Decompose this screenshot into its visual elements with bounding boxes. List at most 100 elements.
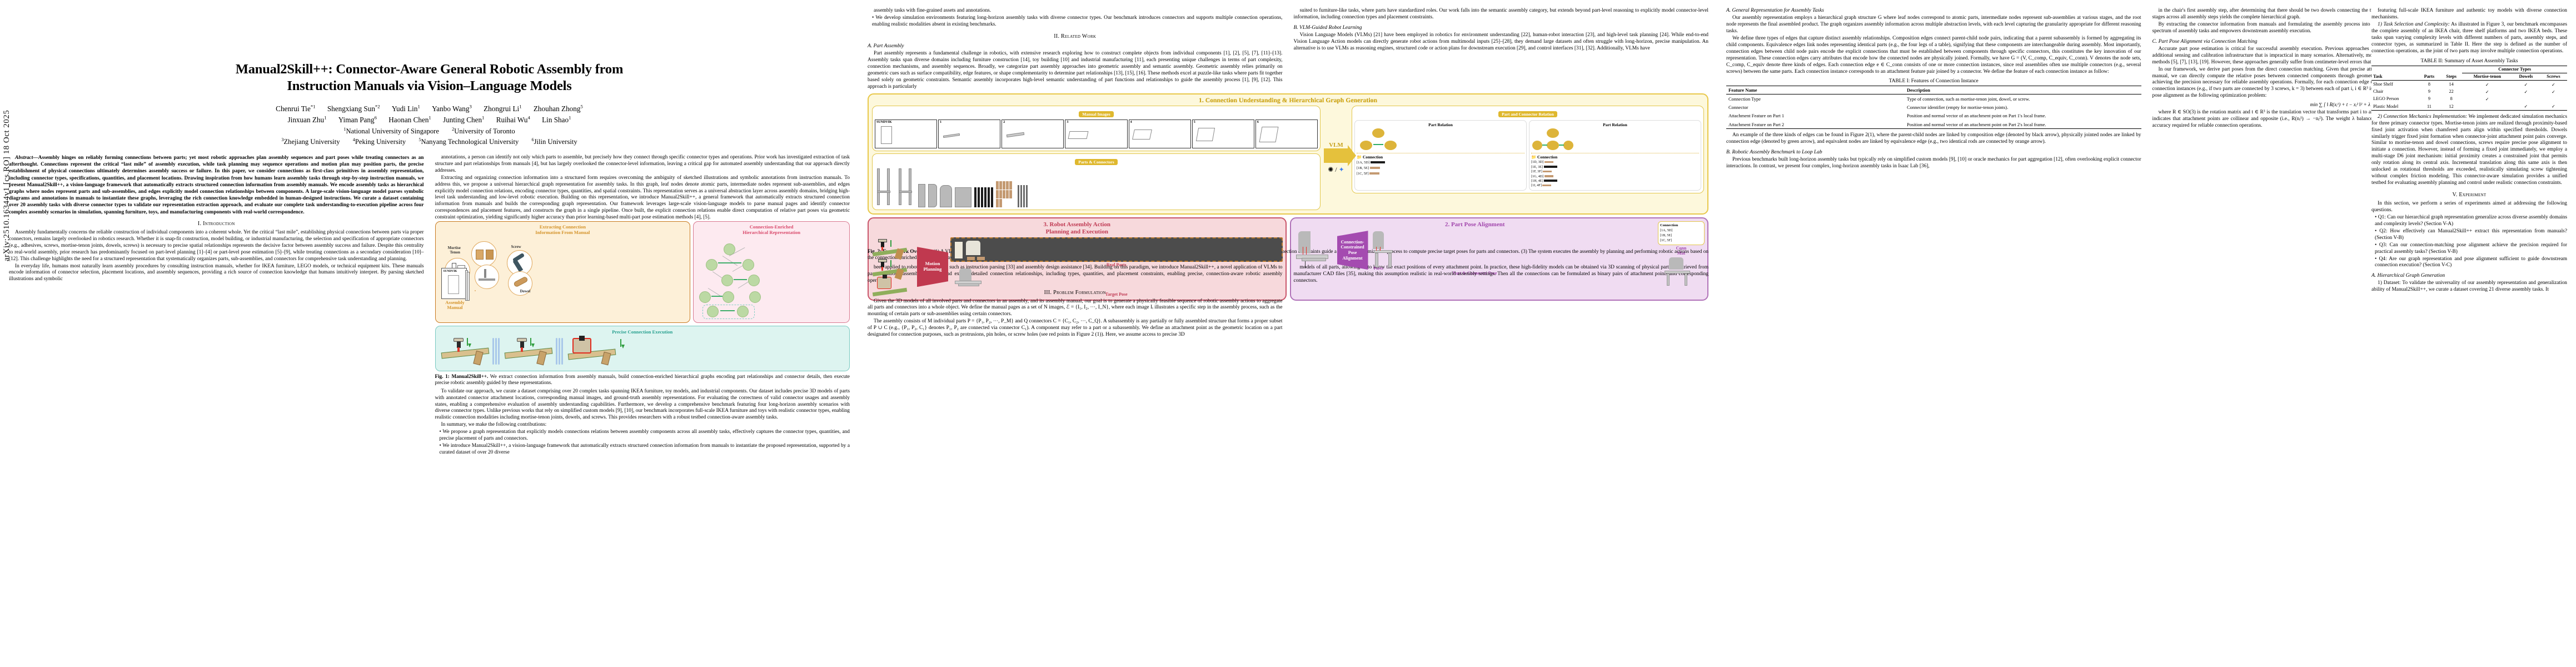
part-relation-title: Part Relation bbox=[1428, 122, 1453, 128]
unaligned-parts bbox=[1294, 230, 1335, 270]
author-row-2: Jinxuan Zhu1 Yiman Pang6 Haonan Chen1 Ju… bbox=[9, 115, 850, 126]
affiliation: 1National University of Singapore bbox=[343, 127, 439, 136]
column-4: suited to furniture-like tasks, where pa… bbox=[1294, 8, 1709, 90]
method-paragraph-1: Our assembly representation employs a hi… bbox=[1726, 15, 2141, 34]
col3-related-paragraph: Part assembly represents a fundamental c… bbox=[868, 50, 1283, 89]
col7-sub3-text: 1) Dataset: To validate the universality… bbox=[2371, 280, 2567, 293]
problem-paragraph-3: models of all parts, allowing us to know… bbox=[1293, 264, 1709, 283]
parts-connectors-box: Parts & Connectors bbox=[872, 153, 1321, 211]
graph-node bbox=[707, 305, 719, 317]
figure1-panel-hierarchy: Connection-Enriched Hierarchical Represe… bbox=[693, 221, 850, 323]
intro-paragraph-1: Assembly fundamentally concerns the reli… bbox=[9, 229, 424, 262]
manual-thumbnail: 5 bbox=[1192, 120, 1254, 149]
backrest-part bbox=[940, 185, 952, 208]
sheet-2: assembly tasks with fine-grained assets … bbox=[859, 0, 1717, 667]
author: Jinxuan Zhu1 bbox=[287, 115, 327, 124]
section-heading-introduction: I. Introduction bbox=[197, 220, 235, 227]
mortise-tenon-icon bbox=[471, 241, 497, 267]
manual-brand: SUNDVIK bbox=[443, 269, 457, 273]
affiliation-list: 1National University of Singapore 2Unive… bbox=[9, 126, 850, 147]
two-column-body-4: A. General Representation for Assembly T… bbox=[1726, 8, 2567, 170]
figure2-stage-2: 2. Part Pose Alignment bbox=[1289, 217, 1708, 301]
affiliation: 2University of Toronto bbox=[452, 127, 515, 136]
graph-node bbox=[743, 258, 755, 271]
table-1: TABLE I: Features of Connection Instance… bbox=[1726, 78, 2141, 130]
col4-related-paragraph: Vision Language Models (VLMs) [21] have … bbox=[1293, 32, 1709, 51]
connection-pairs-a: [1A, 5D] [1B, 5E] [1C, 5F] bbox=[1357, 160, 1524, 176]
graph-highlight-box bbox=[702, 304, 755, 319]
exp-question-1: • Q1: Can our hierarchical graph represe… bbox=[2375, 214, 2567, 227]
method-paragraph-2: We define three types of edges that capt… bbox=[1726, 35, 2141, 74]
parts-connectors-label: Parts & Connectors bbox=[1075, 159, 1118, 166]
table-row: Task Parts Steps Mortise-tenon Dowels Sc… bbox=[2371, 73, 2567, 81]
exp-intro: In this section, we perform a series of … bbox=[2371, 201, 2567, 213]
col2-paragraph-4: In summary, we make the following contri… bbox=[441, 422, 547, 428]
col2-paragraph-1: annotations, a person can identify not o… bbox=[435, 154, 850, 173]
col4-paragraph-1: suited to furniture-like tasks, where pa… bbox=[1293, 8, 1709, 20]
subsection-part-assembly: A. Part Assembly bbox=[868, 43, 904, 49]
figure-2: 1. Connection Understanding & Hierarchic… bbox=[868, 93, 1708, 301]
graph-node-root bbox=[724, 243, 736, 255]
author-list: Chenrui Tie*1 Shengxiang Sun*2 Yudi Lin1… bbox=[9, 103, 850, 126]
parts-label: Parts bbox=[1373, 266, 1383, 271]
execution-steps bbox=[871, 238, 915, 297]
col6-paragraph-1: in the chair's first assembly step, afte… bbox=[2152, 8, 2568, 20]
author: Chenrui Tie*1 bbox=[276, 103, 316, 113]
graph-node bbox=[721, 274, 734, 286]
subsection-vlm-guided: B. VLM-Guided Robot Learning bbox=[1293, 24, 1362, 31]
col6-paragraph-2: By extracting the connector information … bbox=[2152, 21, 2568, 34]
graph-node bbox=[706, 258, 718, 271]
execution-sequence bbox=[439, 335, 846, 368]
table-1-caption: TABLE I: Features of Connection Instance bbox=[1726, 78, 2141, 84]
figure-1-caption: Fig. 1: Manual2Skill++. We extract conne… bbox=[435, 374, 850, 386]
graph-node bbox=[749, 291, 761, 303]
col3-bullet-1: • We develop simulation environments fea… bbox=[872, 14, 1283, 27]
connection-label: 📁 Connection bbox=[1531, 155, 1558, 160]
assembly-manual-book: SUNDVIK bbox=[441, 267, 470, 301]
author: Yiman Pang6 bbox=[338, 115, 377, 124]
real-parts-image bbox=[950, 237, 1283, 262]
page-title: Manual2Skill++: Connector-Aware General … bbox=[31, 61, 828, 94]
vlm-arrow-icon bbox=[1323, 145, 1356, 167]
dowel-group bbox=[996, 181, 1015, 208]
author: Yanbo Wang3 bbox=[432, 103, 472, 113]
figure2-stage-1: 1. Connection Understanding & Hierarchic… bbox=[868, 93, 1708, 215]
problem-paragraph-2: The assembly consists of M individual pa… bbox=[868, 318, 1283, 338]
real-target-col: Real Parts Target Pose bbox=[950, 237, 1283, 297]
method-b-paragraph: Previous benchmarks built long-horizon a… bbox=[1726, 157, 2141, 169]
subsection-hierarchical-graph-generation: A. Hierarchical Graph Generation bbox=[2371, 273, 2445, 279]
figure-1-caption-title: Fig. 1: Manual2Skill++. bbox=[435, 373, 489, 379]
column-5: A. General Representation for Assembly T… bbox=[1726, 8, 2141, 170]
exp-question-2: • Q2: How effectively can Manual2Skill++… bbox=[2375, 228, 2567, 241]
affiliation: 6Jilin University bbox=[531, 137, 577, 146]
abstract-paragraph: Abstract—Assembly hinges on reliably for… bbox=[9, 155, 424, 216]
manual-thumbnail: 3 bbox=[1065, 120, 1128, 149]
figure1-teal-title: Precise Connection Execution bbox=[612, 328, 673, 335]
manual-images-label: Manual Images bbox=[1079, 111, 1114, 118]
equation-1-body: min ∑ [ ‖ R(xᵢ¹) + t − xᵢ² ‖² + λ ‖ R(nᵢ… bbox=[2310, 102, 2404, 108]
seat-part bbox=[955, 187, 971, 208]
two-column-body: Abstract—Assembly hinges on reliably for… bbox=[9, 155, 850, 456]
affiliation: 3Zhejiang University bbox=[281, 137, 340, 146]
author: Yudi Lin1 bbox=[391, 103, 420, 113]
figure-1-caption-text: We extract connection information from a… bbox=[435, 373, 850, 386]
graph-node bbox=[737, 305, 749, 317]
table-2-title: Summary of Asset Assembly Tasks bbox=[2443, 58, 2518, 64]
figure1-orange-title-line2: Information From Manual bbox=[535, 230, 590, 236]
screw-group bbox=[974, 187, 993, 208]
graph-connection-edge bbox=[718, 262, 742, 263]
chair-part bbox=[896, 168, 915, 207]
col2-bullet-2: • We introduce Manual2Skill++, a vision-… bbox=[439, 443, 850, 456]
title-line-1: Manual2Skill++: Connector-Aware General … bbox=[235, 62, 624, 77]
table-2-group-header: Connector Types bbox=[2462, 65, 2567, 73]
connection-match-col: Connection [1A, 5D] [1B, 5E] [1C, 5F] Co… bbox=[1658, 221, 1705, 288]
figure1-pink-title-line2: Hierarchical Representation bbox=[743, 230, 801, 236]
